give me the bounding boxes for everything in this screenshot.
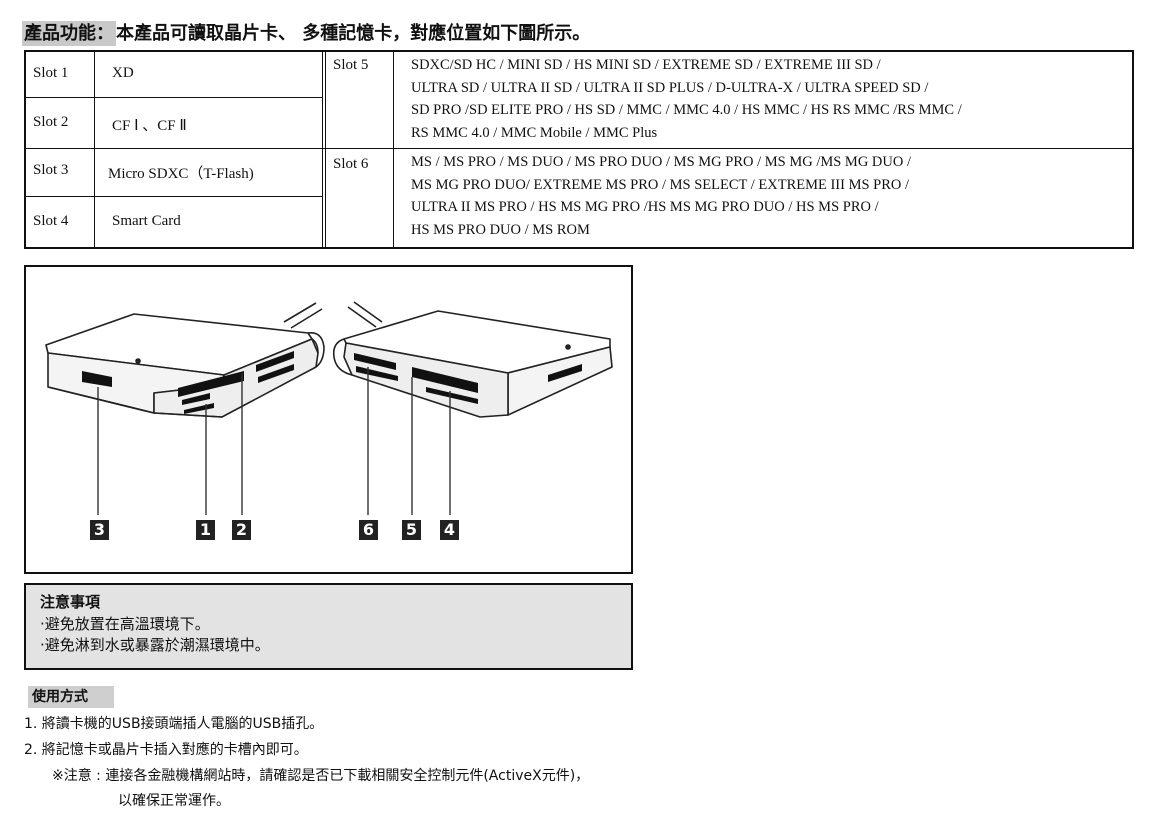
usage-note: ※注意 : 連接各金融機構網站時，請確認是否已下載相關安全控制元件(Active… xyxy=(52,768,590,784)
usage-step: 2. 將記憶卡或晶片卡插入對應的卡槽內即可。 xyxy=(24,742,308,758)
slot-1-label: Slot 1 xyxy=(33,65,69,81)
slot-4-cards: Smart Card xyxy=(112,213,181,229)
list-item: SDXC/SD HC / MINI SD / HS MINI SD / EXTR… xyxy=(411,57,881,73)
notice-item: ‧避免淋到水或暴露於潮濕環境中。 xyxy=(40,636,270,654)
slot-5-marker: 5 xyxy=(402,520,421,540)
slot-4-label: Slot 4 xyxy=(33,213,69,229)
list-item: SD PRO /SD ELITE PRO / HS SD / MMC / MMC… xyxy=(411,102,962,118)
slot-table: Slot 1 XD Slot 2 CF Ⅰ 、CF Ⅱ Slot 3 Micro… xyxy=(24,50,1134,249)
slot-5-cards: SDXC/SD HC / MINI SD / HS MINI SD / EXTR… xyxy=(411,54,962,144)
slot-5-label: Slot 5 xyxy=(333,57,369,73)
notice-title: 注意事項 xyxy=(40,593,101,611)
list-item: ULTRA SD / ULTRA II SD / ULTRA II SD PLU… xyxy=(411,79,929,96)
slot-2-label: Slot 2 xyxy=(33,114,69,130)
list-item: RS MMC 4.0 / MMC Mobile / MMC Plus xyxy=(411,124,658,141)
reader-illustration: 3 1 2 6 5 4 xyxy=(24,265,633,574)
slot-3-marker: 3 xyxy=(90,520,109,540)
table-divider xyxy=(325,52,326,247)
usage-title: 使用方式 xyxy=(28,686,114,708)
slot-1-marker: 1 xyxy=(196,520,215,540)
slot-6-label: Slot 6 xyxy=(333,156,369,172)
slot-2-marker: 2 xyxy=(232,520,251,540)
notice-item: ‧避免放置在高溫環境下。 xyxy=(40,615,210,633)
slot-6-marker: 6 xyxy=(359,520,378,540)
usage-step: 1. 將讀卡機的USB接頭端插人電腦的USB插孔。 xyxy=(24,716,324,732)
table-divider xyxy=(94,52,95,247)
heading-text: 本產品可讀取晶片卡、 多種記憶卡，對應位置如下圖所示。 xyxy=(116,23,591,44)
list-item: HS MS PRO DUO / MS ROM xyxy=(411,221,590,238)
table-divider xyxy=(322,52,323,247)
card-reader-drawing xyxy=(45,301,613,515)
table-divider xyxy=(26,97,323,98)
slot-2-cards: CF Ⅰ 、CF Ⅱ xyxy=(112,118,187,134)
slot-3-cards: Micro SDXC（T-Flash) xyxy=(108,166,254,182)
heading-label: 產品功能： xyxy=(22,21,116,46)
slot-6-cards: MS / MS PRO / MS DUO / MS PRO DUO / MS M… xyxy=(411,151,911,241)
list-item: ULTRA II MS PRO / HS MS MG PRO /HS MS MG… xyxy=(411,199,879,215)
list-item: MS / MS PRO / MS DUO / MS PRO DUO / MS M… xyxy=(411,154,911,170)
slot-4-marker: 4 xyxy=(440,520,459,540)
slot-3-label: Slot 3 xyxy=(33,162,69,178)
list-item: MS MG PRO DUO/ EXTREME MS PRO / MS SELEC… xyxy=(411,176,910,193)
table-divider xyxy=(26,148,1132,149)
usage-note-continued: 以確保正常運作。 xyxy=(118,793,230,809)
notice-box: 注意事項 ‧避免放置在高溫環境下。 ‧避免淋到水或暴露於潮濕環境中。 xyxy=(24,583,633,670)
table-divider xyxy=(393,52,394,247)
slot-1-cards: XD xyxy=(112,65,134,81)
table-divider xyxy=(26,196,323,197)
page-heading: 產品功能：本產品可讀取晶片卡、 多種記憶卡，對應位置如下圖所示。 xyxy=(22,20,590,48)
